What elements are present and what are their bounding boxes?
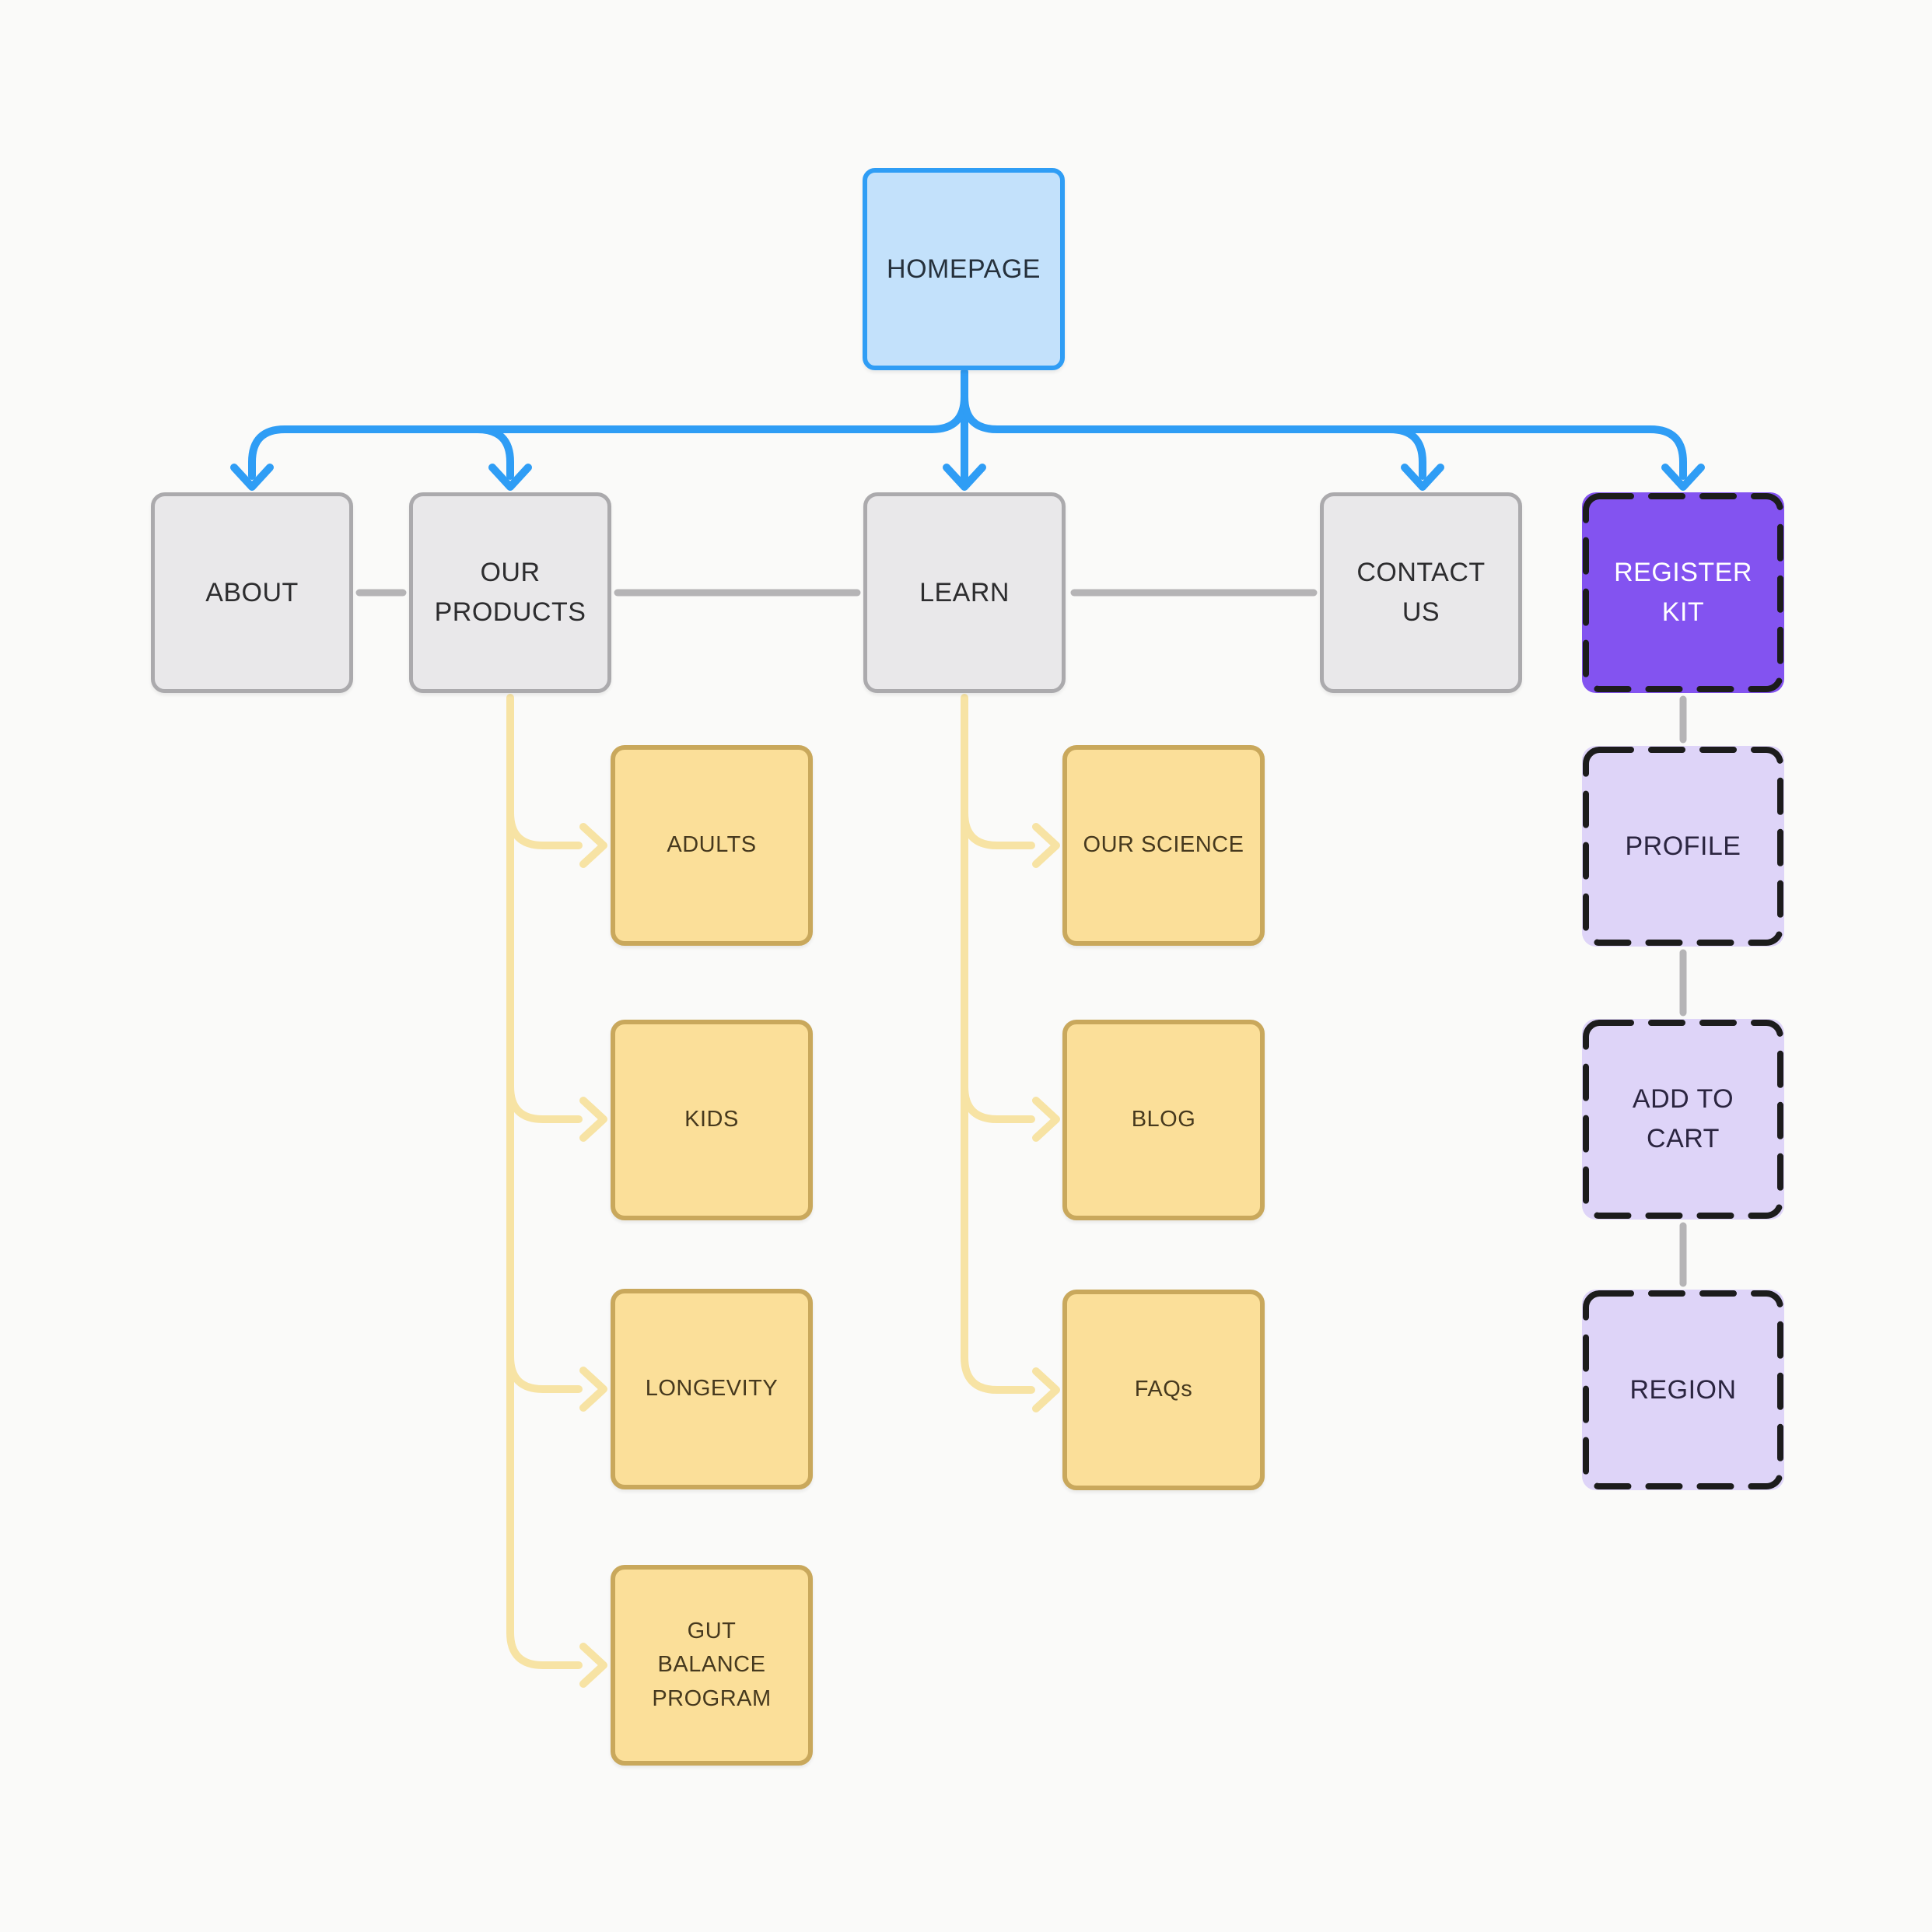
- node-label: REGISTER KIT: [1614, 558, 1752, 627]
- node-gut-balance-program[interactable]: GUT BALANCE PROGRAM: [611, 1565, 813, 1766]
- arrowhead-contact-icon: [1401, 464, 1444, 491]
- node-our-products[interactable]: OUR PRODUCTS: [409, 492, 611, 693]
- node-label: CONTACT US: [1356, 558, 1486, 627]
- node-homepage[interactable]: HOMEPAGE: [863, 168, 1065, 370]
- node-kids[interactable]: KIDS: [611, 1020, 813, 1220]
- node-label: LEARN: [919, 577, 1010, 607]
- arrowhead-adults-icon: [579, 823, 607, 868]
- node-label: ADULTS: [667, 832, 757, 858]
- node-label: HOMEPAGE: [887, 254, 1041, 284]
- blue-connector-tree: [230, 368, 1705, 491]
- node-adults[interactable]: ADULTS: [611, 745, 813, 946]
- node-label: GUT BALANCE PROGRAM: [652, 1618, 772, 1711]
- node-blog[interactable]: BLOG: [1062, 1020, 1265, 1220]
- arrowhead-register-icon: [1661, 464, 1705, 491]
- dashed-border-icon: [1583, 1290, 1783, 1489]
- arrowhead-kids-icon: [579, 1097, 607, 1142]
- node-region[interactable]: REGION: [1582, 1290, 1784, 1490]
- node-label: BLOG: [1131, 1107, 1196, 1132]
- arrowhead-longevity-icon: [579, 1367, 607, 1412]
- node-register-kit[interactable]: REGISTER KIT: [1582, 492, 1784, 693]
- node-label: PROFILE: [1625, 831, 1741, 861]
- dashed-border-icon: [1583, 747, 1783, 946]
- arrowhead-learn-icon: [943, 464, 986, 491]
- node-label: OUR PRODUCTS: [434, 558, 586, 627]
- node-faqs[interactable]: FAQs: [1062, 1290, 1265, 1490]
- dashed-border-icon: [1583, 1020, 1783, 1219]
- node-add-to-cart[interactable]: ADD TO CART: [1582, 1019, 1784, 1220]
- arrowhead-gut-icon: [579, 1643, 607, 1688]
- arrowhead-science-icon: [1032, 823, 1060, 868]
- node-our-science[interactable]: OUR SCIENCE: [1062, 745, 1265, 946]
- node-learn[interactable]: LEARN: [863, 492, 1066, 693]
- node-profile[interactable]: PROFILE: [1582, 746, 1784, 947]
- arrowhead-about-icon: [230, 464, 274, 491]
- node-label: KIDS: [684, 1107, 739, 1132]
- arrowhead-faqs-icon: [1032, 1367, 1060, 1412]
- node-label: ABOUT: [205, 577, 299, 607]
- node-contact-us[interactable]: CONTACT US: [1320, 492, 1522, 693]
- dashed-border-icon: [1583, 493, 1783, 692]
- yellow-connector-learn: [961, 694, 1060, 1412]
- node-longevity[interactable]: LONGEVITY: [611, 1289, 813, 1489]
- gray-links: [355, 589, 1687, 1287]
- node-label: ADD TO CART: [1632, 1084, 1734, 1153]
- arrowhead-products-icon: [488, 464, 532, 491]
- node-label: REGION: [1629, 1374, 1737, 1405]
- node-about[interactable]: ABOUT: [151, 492, 353, 693]
- node-label: LONGEVITY: [645, 1376, 779, 1402]
- yellow-connector-products: [506, 694, 607, 1688]
- arrowhead-blog-icon: [1032, 1097, 1060, 1142]
- node-label: FAQs: [1134, 1377, 1193, 1402]
- node-label: OUR SCIENCE: [1083, 832, 1244, 858]
